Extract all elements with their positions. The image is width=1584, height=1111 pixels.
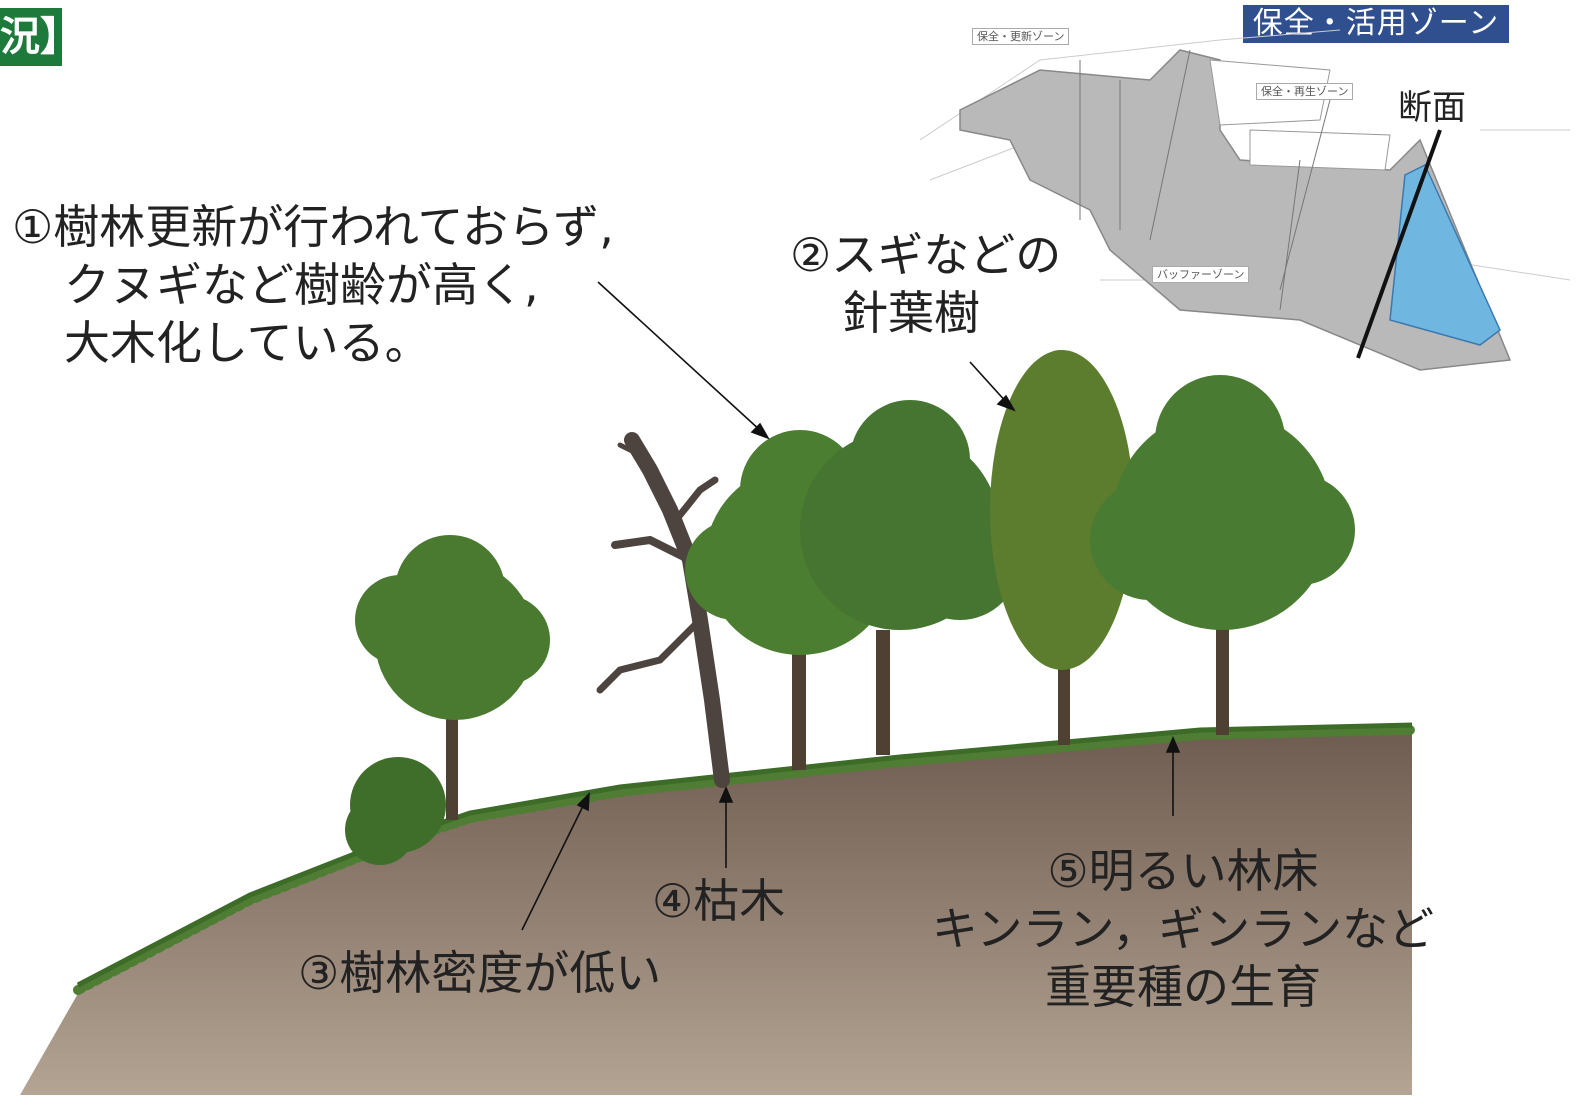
zone-label-buffer: バッファーゾーン — [1152, 266, 1250, 283]
annotation-1-line-2: クヌギなど樹齢が高く, — [64, 258, 539, 312]
annotation-5-line-2: キンラン，ギンランなど — [931, 902, 1435, 956]
conifer-tree — [990, 350, 1134, 670]
annotation-2: ②スギなどの 針葉樹 — [790, 226, 1061, 342]
preservation-zone — [959, 49, 1512, 371]
site-map — [920, 29, 1570, 371]
annotation-1: ①樹林更新が行われておらず, クヌギなど樹齢が高く, 大木化している。 — [12, 198, 614, 372]
annotation-5: ⑤明るい林床 キンラン，ギンランなど 重要種の生育 — [898, 842, 1468, 1016]
annotation-1-line-3: 大木化している。 — [64, 316, 431, 370]
broadleaf-tree-3 — [1090, 375, 1355, 630]
broadleaf-tree-small — [355, 535, 550, 720]
shrub — [345, 757, 446, 865]
annotation-5-line-1: ⑤明るい林床 — [1047, 844, 1319, 898]
zone-label-regen: 保全・再生ゾーン — [1256, 83, 1354, 100]
section-label: 断面 — [1398, 88, 1466, 128]
zone-label-update: 保全・更新ゾーン — [972, 28, 1070, 45]
broadleaf-tree-2 — [800, 400, 1020, 630]
annotation-3: ③樹林密度が低い — [298, 946, 662, 1000]
pond — [1389, 163, 1501, 346]
annotation-1-line-1: ①樹林更新が行われておらず, — [12, 200, 614, 254]
dead-tree — [596, 432, 730, 788]
annotation-5-line-3: 重要種の生育 — [1045, 960, 1321, 1014]
section-line — [1356, 129, 1442, 359]
ground-cover — [73, 725, 1417, 995]
annotation-2-line-2: 針葉樹 — [842, 286, 980, 340]
ground-slope — [20, 730, 1412, 1095]
annotation-arrows — [521, 281, 1181, 931]
zone-title: 保全・活用ゾーン — [1243, 5, 1509, 43]
annotation-4: ④枯木 — [652, 874, 786, 928]
annotation-2-line-1: ②スギなどの — [790, 228, 1062, 282]
